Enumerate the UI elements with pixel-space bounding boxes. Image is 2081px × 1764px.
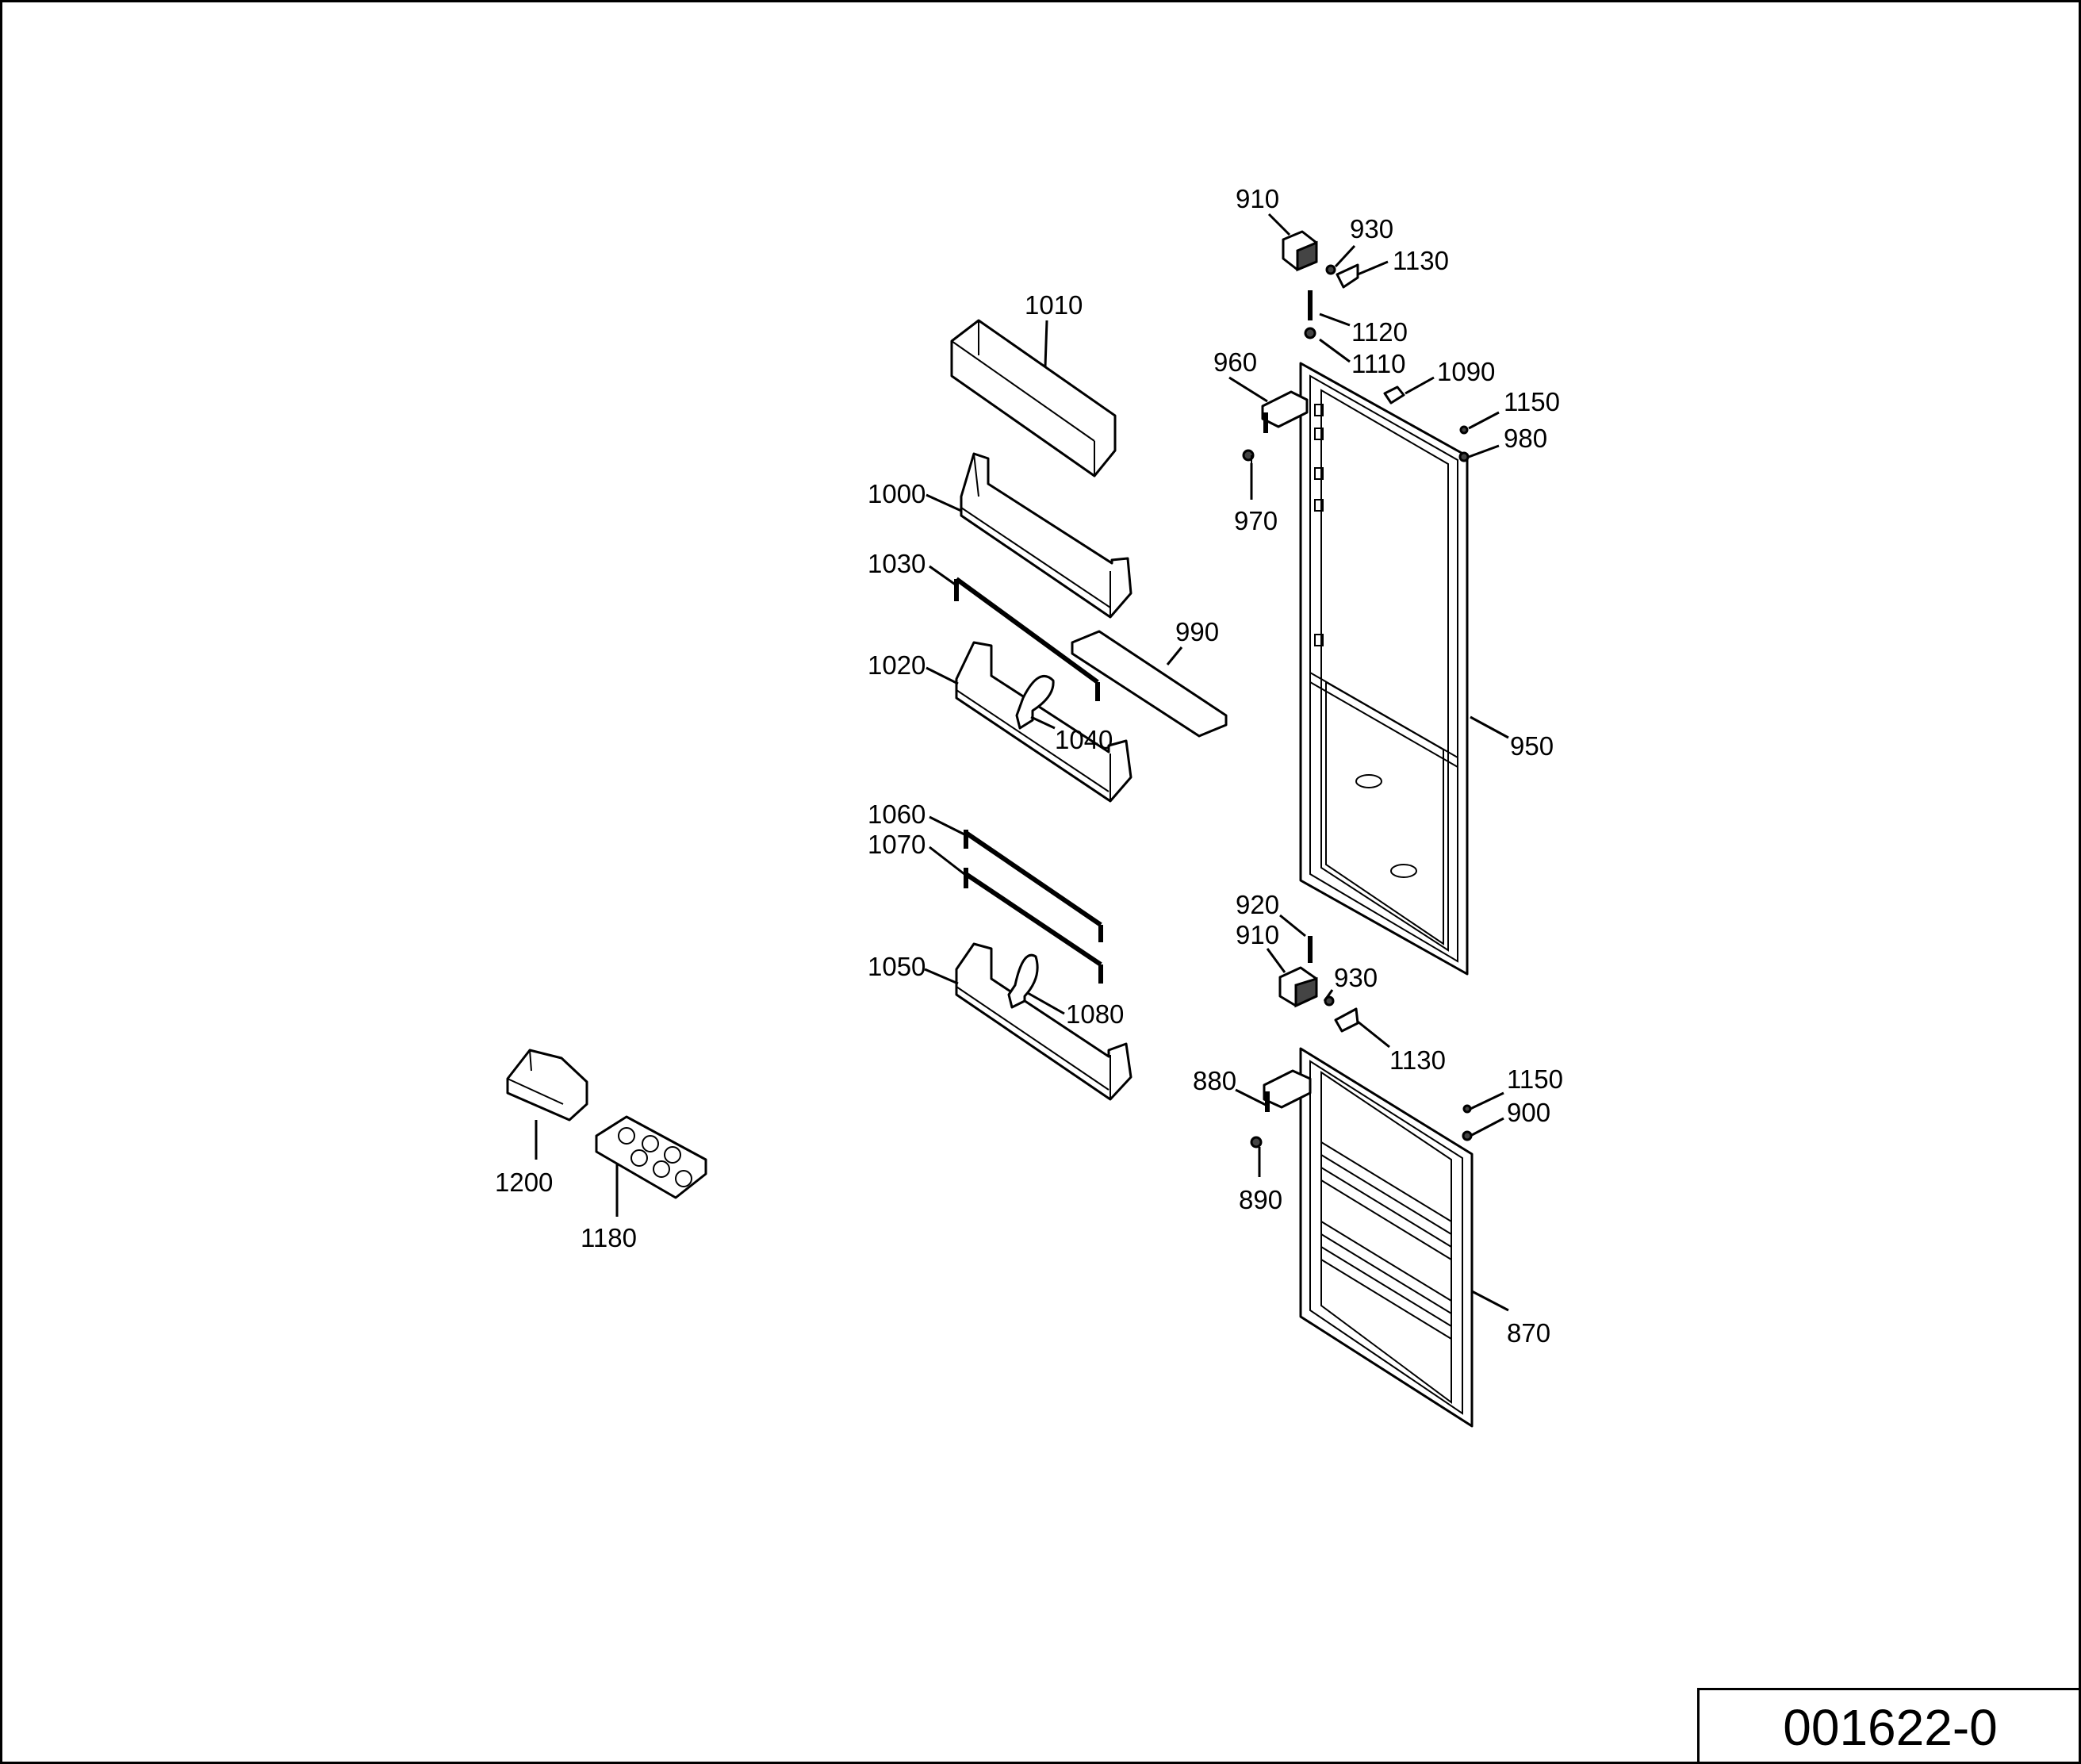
callout-1180: 1180 xyxy=(581,1223,637,1252)
callout-1070: 1070 xyxy=(868,830,926,859)
callout-920: 920 xyxy=(1236,890,1279,919)
bottle-clip-1040 xyxy=(1015,675,1055,730)
glass-shelf-990 xyxy=(1071,630,1228,738)
bottle-clip-1080 xyxy=(1007,953,1039,1009)
plug-1150a xyxy=(1459,425,1469,435)
hinge-cover-1130a xyxy=(1336,263,1359,289)
callout-1020: 1020 xyxy=(868,650,926,680)
stopper-1090 xyxy=(1383,385,1405,405)
callout-labels: 910 930 1130 1120 1110 1090 960 1150 980… xyxy=(495,184,1563,1348)
callout-890: 890 xyxy=(1239,1185,1282,1214)
drawing-code-label: 001622-0 xyxy=(1697,1688,2081,1764)
callout-880: 880 xyxy=(1193,1066,1236,1095)
callout-1060: 1060 xyxy=(868,800,926,829)
egg-tray-1180 xyxy=(595,1115,707,1199)
callout-1030: 1030 xyxy=(868,549,926,578)
callout-1120: 1120 xyxy=(1351,317,1408,347)
hinge-bracket-880 xyxy=(1263,1069,1312,1112)
shelf-rail-1060 xyxy=(964,830,1103,942)
hinge-cover-1130b xyxy=(1334,1007,1359,1033)
callout-950: 950 xyxy=(1510,731,1554,761)
shelf-rail-1030 xyxy=(954,577,1100,701)
callout-910b: 910 xyxy=(1236,920,1279,949)
door-shelf-1050 xyxy=(955,942,1132,1101)
callout-980: 980 xyxy=(1504,424,1547,453)
middle-hinge-910 xyxy=(1278,966,1318,1008)
callout-930: 930 xyxy=(1350,214,1393,244)
callout-1150: 1150 xyxy=(1504,387,1560,416)
screw-970 xyxy=(1242,449,1255,465)
callout-1000: 1000 xyxy=(868,479,926,508)
callout-870: 870 xyxy=(1507,1318,1550,1348)
ice-tray-1200 xyxy=(506,1049,588,1122)
callout-1040: 1040 xyxy=(1055,725,1113,754)
fridge-door-950 xyxy=(1299,362,1469,976)
screw-930a xyxy=(1325,264,1336,275)
callout-1130: 1130 xyxy=(1393,246,1449,275)
shelf-cover-1010 xyxy=(950,319,1117,477)
hinge-bracket-960 xyxy=(1261,390,1309,433)
callout-1090: 1090 xyxy=(1437,357,1495,386)
freezer-door-870 xyxy=(1299,1047,1474,1428)
plug-900 xyxy=(1462,1130,1473,1141)
callout-1200: 1200 xyxy=(495,1168,553,1197)
shelf-rail-1070 xyxy=(964,868,1103,984)
callout-1130b: 1130 xyxy=(1389,1045,1446,1075)
callout-910: 910 xyxy=(1236,184,1279,213)
plug-980 xyxy=(1458,451,1470,462)
callout-990: 990 xyxy=(1175,617,1219,646)
callout-1110: 1110 xyxy=(1351,349,1406,378)
leader-lines xyxy=(535,213,1509,1312)
callout-960: 960 xyxy=(1213,347,1257,377)
callout-970: 970 xyxy=(1234,506,1278,535)
screw-890 xyxy=(1250,1136,1263,1149)
callout-1010: 1010 xyxy=(1025,290,1083,320)
upper-hinge-910 xyxy=(1282,230,1318,272)
callout-1150b: 1150 xyxy=(1507,1064,1563,1094)
door-shelf-1000 xyxy=(960,452,1132,619)
washer-1110 xyxy=(1304,327,1316,339)
callout-930b: 930 xyxy=(1334,963,1378,992)
callout-1080: 1080 xyxy=(1066,999,1124,1029)
callout-1050: 1050 xyxy=(868,952,926,981)
callout-900: 900 xyxy=(1507,1098,1550,1127)
plug-1150b xyxy=(1462,1104,1472,1114)
